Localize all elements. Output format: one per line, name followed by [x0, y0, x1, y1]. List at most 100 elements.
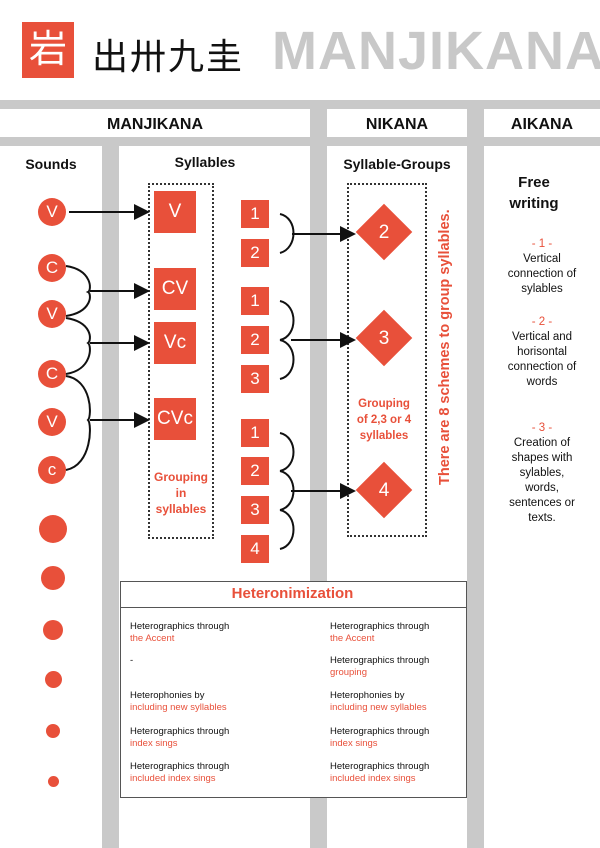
column-bar-1 [102, 137, 119, 848]
het-line: Heterographics through [330, 726, 430, 737]
syllable-box: CV [154, 268, 196, 310]
heteronimization-title: Heteronimization [231, 585, 354, 602]
group-number-label: 2 [250, 243, 260, 262]
subheader-syllables: Syllables [174, 154, 236, 170]
group-number: 3 [241, 365, 269, 393]
group-diamond-label: 4 [378, 480, 390, 501]
het-line: - [130, 655, 134, 666]
group-number-label: 1 [250, 423, 260, 442]
het-line-accent: included index sings [330, 773, 416, 784]
groups-note: Grouping of 2,3 or 4 syllables [356, 398, 412, 442]
group-number-label: 1 [250, 204, 260, 223]
group-number-label: 3 [250, 369, 260, 388]
syllable-box: Vc [154, 322, 196, 364]
decorative-dot [41, 566, 65, 590]
free-writing-text: Vertical connection of sylables [507, 253, 577, 295]
free-writing-num: - 1 - [531, 238, 553, 250]
group-number-label: 3 [250, 500, 260, 519]
syllable-box: V [154, 191, 196, 233]
column-header-aikana: AIKANA [510, 116, 574, 133]
group-number: 2 [241, 239, 269, 267]
het-line-accent: index sings [130, 738, 178, 749]
logo: 岩 [22, 22, 74, 78]
group-number-label: 2 [250, 330, 260, 349]
sound-label: V [46, 304, 58, 323]
het-line: Heterographics through [130, 726, 230, 737]
syllables-box [148, 183, 214, 539]
group-number: 4 [241, 535, 269, 563]
logo-char: 岩 [28, 29, 67, 71]
sound-circle: C [38, 360, 66, 388]
sound-label: V [46, 202, 58, 221]
heteronimization-divider [120, 607, 466, 608]
group-number: 1 [241, 287, 269, 315]
het-line-accent: included index sings [130, 773, 216, 784]
column-header-manjikana: MANJIKANA [107, 116, 203, 133]
subheader-free-writing: Free writing [509, 174, 559, 212]
group-number: 1 [241, 200, 269, 228]
syllable-label: Vc [163, 332, 187, 353]
native-script-title: 出卅九圭 [92, 37, 245, 78]
group-number-label: 4 [250, 539, 260, 558]
het-line: Heterographics through [130, 621, 230, 632]
free-writing-text: Vertical and horisontal connection of wo… [507, 331, 577, 388]
sound-circle: V [38, 408, 66, 436]
syllable-groups-box [347, 183, 427, 537]
sound-label: V [46, 412, 58, 431]
het-line: Heterophonies by [330, 690, 405, 701]
free-writing-num: - 2 - [531, 316, 553, 328]
sound-circle: C [38, 254, 66, 282]
group-diamond-label: 3 [378, 328, 390, 349]
group-number: 1 [241, 419, 269, 447]
syllable-box: CVc [154, 398, 196, 440]
subheader-syllable-groups: Syllable-Groups [343, 156, 451, 172]
het-line: Heterographics through [130, 761, 230, 772]
sound-label: C [45, 364, 59, 383]
top-divider-bar [0, 100, 600, 109]
het-line: Heterographics through [330, 621, 430, 632]
sound-label: c [47, 460, 57, 479]
group-number: 3 [241, 496, 269, 524]
sound-label: C [45, 258, 59, 277]
het-line-accent: including new syllables [330, 702, 427, 713]
group-diamond-label: 2 [378, 222, 390, 243]
het-line: Heterophonies by [130, 690, 205, 701]
column-header-nikana: NIKANA [365, 116, 429, 133]
het-line-accent: the Accent [130, 633, 175, 644]
het-line-accent: index sings [330, 738, 378, 749]
decorative-dot [39, 515, 67, 543]
sound-circle: c [38, 456, 66, 484]
decorative-dot [43, 620, 63, 640]
heteronimization-panel [120, 581, 467, 798]
het-line-accent: grouping [330, 667, 367, 678]
het-line: Heterographics through [330, 655, 430, 666]
decorative-dot [45, 671, 62, 688]
syllable-label: CVc [157, 408, 193, 429]
sound-circle: V [38, 198, 66, 226]
syllable-grouping-label: Grouping in syllables [154, 470, 208, 516]
lower-divider-bar [0, 137, 600, 146]
het-line: Heterographics through [330, 761, 430, 772]
decorative-dot [48, 776, 59, 787]
free-writing-num: - 3 - [531, 422, 553, 434]
group-number-label: 1 [250, 291, 260, 310]
column-bar-3 [467, 100, 484, 848]
het-line-accent: the Accent [330, 633, 375, 644]
syllable-label: V [168, 201, 182, 222]
free-writing-text: Creation of shapes with sylables, words,… [509, 437, 575, 524]
group-number: 2 [241, 326, 269, 354]
syllable-label: CV [161, 278, 189, 299]
het-left-item: - [130, 655, 133, 667]
sound-circle: V [38, 300, 66, 328]
group-number: 2 [241, 457, 269, 485]
subheader-sounds: Sounds [25, 156, 77, 172]
